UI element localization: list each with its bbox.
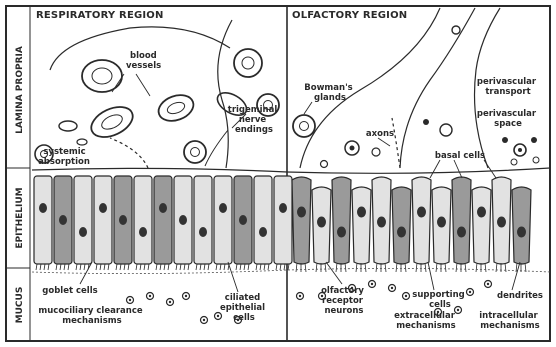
olfactory-region-title: OLFACTORY REGION [292, 10, 407, 21]
perivascular-space-label: perivascular space [477, 109, 539, 129]
blood-vessel [87, 101, 138, 143]
bowmans-gland [293, 115, 315, 137]
axonal-transport-path [392, 118, 400, 168]
small-vessel [59, 121, 77, 131]
olfactory-cell [312, 187, 331, 272]
systemic-absorption-label: systemic absorption [38, 147, 90, 167]
perivascular-space-cluster [502, 137, 539, 165]
olfactory-cell [432, 187, 451, 272]
respiratory-region-title: RESPIRATORY REGION [36, 10, 164, 21]
bowmans-gland [440, 124, 452, 136]
olfactory-cell [492, 177, 511, 272]
bowmans-glands-label: Bowman's glands [304, 83, 355, 103]
mucociliary-clearance-label: mucociliary clearance mechanisms [38, 306, 145, 326]
blood-vessel [155, 91, 197, 126]
extracellular-mechanisms-label: extracellular mechanisms [394, 311, 458, 331]
epithelial-cell [254, 176, 272, 270]
blood-vessels-label: blood vessels [126, 51, 161, 71]
olfactory-cell [452, 177, 471, 272]
epithelial-cell [234, 176, 252, 270]
blood-vessel [82, 60, 122, 92]
lamina-propria-label: LAMINA PROPRIA [15, 46, 25, 134]
mucus-label: MUCUS [15, 287, 25, 324]
olfactory-cell [412, 177, 431, 272]
epithelial-cell [114, 176, 132, 270]
molecule-dot [452, 26, 460, 34]
epithelial-cell [274, 176, 292, 270]
gland-acinus [184, 141, 206, 163]
systemic-absorption-path [110, 138, 148, 168]
epithelial-cell [54, 176, 72, 270]
dendrites-label: dendrites [497, 291, 543, 301]
olfactory-cell [292, 177, 311, 272]
basal-cells-label: basal cells [435, 151, 485, 161]
olfactory-cell [512, 187, 531, 272]
molecule-dot [321, 161, 328, 168]
mucus-surface [32, 268, 550, 273]
olfactory-cell [472, 187, 491, 272]
bowmans-gland [345, 141, 359, 155]
trigeminal-branch [205, 130, 228, 166]
axons-label: axons [366, 129, 394, 139]
olfactory-cell [352, 187, 371, 272]
olfactory-axon-bundle [400, 8, 475, 168]
epithelial-cell [94, 176, 112, 270]
olfactory-cell [392, 187, 411, 272]
olfactory-receptor-neurons-label: olfactory receptor neurons [321, 286, 367, 316]
trigeminal-nerve-endings-label: trigeminal nerve endings [228, 105, 280, 135]
epithelial-cell [134, 176, 152, 270]
epithelial-cell [74, 176, 92, 270]
epithelial-cell [34, 176, 52, 270]
gland-acinus [234, 49, 262, 77]
basement-membrane [32, 168, 550, 173]
perivascular-transport-label: perivascular transport [477, 77, 539, 97]
epithelial-cell [154, 176, 172, 270]
goblet-cells-label: goblet cells [42, 286, 97, 296]
epithelial-cell [174, 176, 192, 270]
ciliated-epithelial-cells-label: ciliated epithelial cells [220, 293, 268, 323]
small-vessel [77, 139, 87, 145]
olfactory-cell [372, 177, 391, 272]
epithelial-cell [214, 176, 232, 270]
olfactory-cell [332, 177, 351, 272]
respiratory-epithelium [34, 176, 292, 270]
epithelial-cell [194, 176, 212, 270]
olfactory-epithelium [292, 177, 531, 272]
molecule-dot [372, 148, 380, 156]
molecule-dot [423, 119, 429, 125]
intracellular-mechanisms-label: intracellular mechanisms [479, 311, 540, 331]
epithelium-label: EPITHELIUM [15, 187, 25, 248]
